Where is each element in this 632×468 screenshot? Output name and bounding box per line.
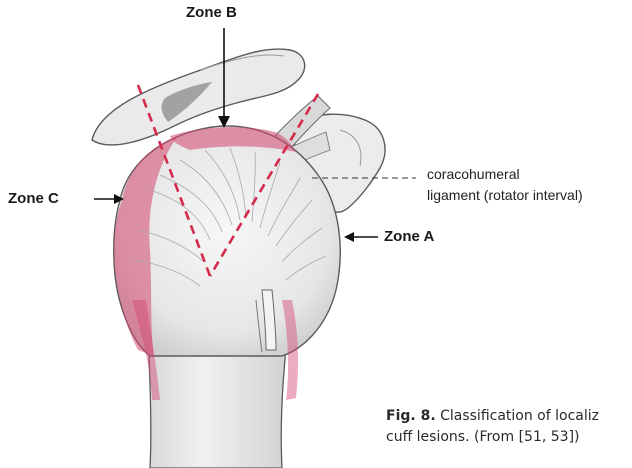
caption-figure-number: Fig. 8.	[386, 408, 436, 424]
figure-caption: Fig. 8. Classification of localiz cuff l…	[386, 406, 632, 448]
caption-text-line1: Classification of localiz	[436, 408, 599, 424]
zone-a-label: Zone A	[384, 228, 434, 245]
ligament-label-line2: ligament (rotator interval)	[427, 186, 583, 205]
ligament-label-line1: coracohumeral	[427, 165, 520, 184]
zone-c-label: Zone C	[8, 190, 59, 207]
caption-line-2: cuff lesions. (From [51, 53])	[386, 427, 632, 448]
zone-b-label: Zone B	[186, 4, 237, 21]
zone-a-arrowhead	[344, 232, 354, 242]
caption-line-1: Fig. 8. Classification of localiz	[386, 406, 632, 427]
